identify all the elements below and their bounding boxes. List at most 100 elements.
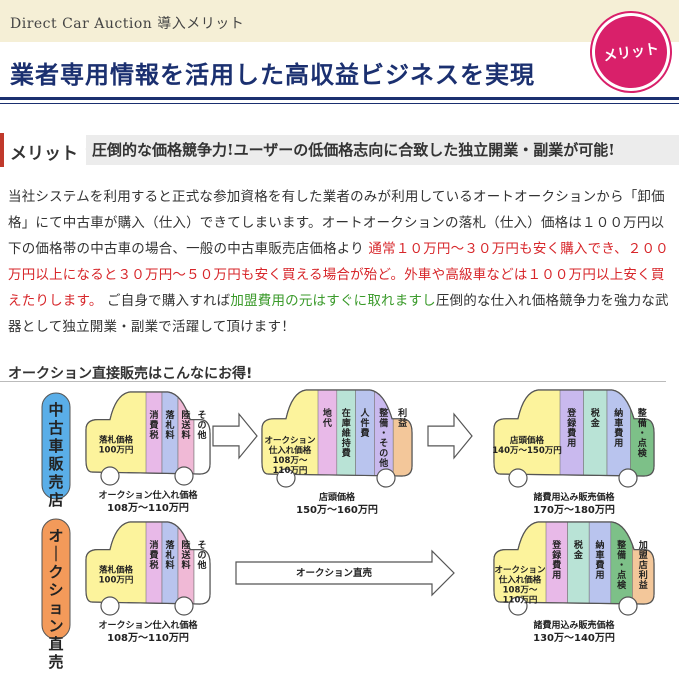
car5-col-label: 税金 (573, 539, 584, 561)
row1-label-char: 古 (48, 419, 63, 437)
car5-col-label-char: 登 (551, 539, 562, 551)
car2-fill (262, 390, 412, 476)
car4-col-label-char: 他 (196, 559, 206, 571)
row2-label-char: 売 (48, 653, 63, 671)
car5-col-label-char: 税 (574, 539, 583, 551)
car2-col-label-char: 維 (342, 427, 351, 439)
car1-caption1: オークション仕入れ価格 (98, 489, 198, 501)
arrow-long-label: オークション直売 (296, 567, 373, 579)
car1-outline-top (85, 391, 211, 475)
car5-col-label-char: 費 (595, 559, 604, 571)
car3-col-label-char: 税 (591, 407, 600, 419)
car1-wheel-front (100, 466, 120, 486)
car4-col-label-char: そ (197, 540, 206, 551)
body-text-1: 当社システムを利用すると正式な参加資格を有した業者のみが利用しているオートオーク… (8, 189, 665, 257)
car3-col-label-char: 整 (637, 407, 647, 419)
car1-col-label-char: 落 (165, 409, 175, 421)
car2-col-label-char: 庫 (342, 417, 351, 429)
row1-label-char: 売 (48, 473, 63, 491)
car4-outline-top (85, 521, 211, 605)
car2-col-label: 人件費 (359, 407, 370, 439)
brand-title: Direct Car Auction 導入メリット (10, 16, 245, 32)
car2-col-label-char: 利 (397, 407, 407, 419)
car2-main-text-line: オークション (264, 435, 316, 446)
diagram-title: オークション直接販売はこんなにお得! (8, 366, 253, 382)
car4-col-label-char: 陸 (181, 539, 190, 551)
car2-main-text-line: 110万円 (273, 466, 308, 476)
headline-rule (0, 97, 679, 100)
car5-col-label-char: 車 (595, 549, 604, 561)
car3-col-label-char: 金 (590, 417, 601, 429)
car2-col-label-char: 益 (398, 417, 407, 429)
car4-main-text-line: 落札価格 (99, 565, 134, 576)
car5-col-label-char: ・ (617, 561, 626, 571)
car4-caption1: オークション仕入れ価格 (98, 619, 198, 631)
car5-col-label-char: 費 (552, 559, 561, 571)
car4-col-label-char: 消 (149, 539, 158, 551)
car2-col-label-char: 持 (342, 437, 351, 449)
car1-col-label-char: 費 (149, 419, 158, 431)
car2-col-label-char: 件 (360, 417, 369, 429)
row1-label-char: 販 (48, 455, 64, 473)
car3-main-text-line: 140万～150万円 (492, 446, 562, 456)
car5-caption1: 諸費用込み販売価格 (533, 619, 615, 631)
car2-caption1: 店頭価格 (319, 491, 356, 503)
row2-label-box (41, 518, 71, 640)
car2-outline-top (261, 389, 413, 477)
car1-col-label-char: 他 (196, 429, 206, 441)
car1-col-label-char: 消 (149, 409, 158, 421)
body-text-mid: ご自身で購入すれば (102, 293, 231, 309)
body-text-green: 加盟費用の元はすぐに取れますし (230, 293, 436, 309)
car3-col-label-char: 用 (613, 438, 623, 449)
car1-col-label-char: の (197, 420, 206, 431)
row2-label-char: ク (48, 563, 63, 581)
car3-col (583, 390, 608, 476)
car4-col-label: 落札料 (164, 539, 175, 571)
car4-col-label-char: 料 (181, 559, 190, 571)
car1-fill (86, 392, 210, 474)
car5-col-label-char: 用 (594, 570, 604, 581)
car2-col-label-char: 備 (379, 417, 388, 429)
row2-label-char: ン (48, 617, 63, 635)
car4-col-label-char: 税 (149, 559, 158, 571)
diagram-rule (0, 381, 666, 382)
row2-label-char: ョ (48, 599, 63, 617)
car3-caption1: 諸費用込み販売価格 (533, 491, 615, 503)
row1-label-char: 車 (48, 437, 63, 455)
car2-col-label-char: ・ (379, 429, 388, 439)
car5-col-label-char: 整 (616, 539, 626, 551)
row1-label-char: 店 (48, 491, 63, 509)
car3-col-label-char: 備 (638, 417, 647, 429)
car5-col-label-char: 点 (617, 569, 626, 581)
car3-col-label-char: 検 (638, 447, 648, 459)
car4-col-label-char: の (197, 550, 206, 561)
car2-caption2: 150万～160万円 (296, 504, 378, 516)
car5-main-text-line: オークション (494, 565, 546, 576)
merit-accent (0, 133, 4, 167)
car1-col-label: 陸送料 (180, 409, 191, 441)
car3-col-label: 税金 (590, 407, 601, 429)
merit-text: 圧倒的な価格競争力!ユーザーの低価格志向に合致した独立開業・副業が可能! (86, 135, 679, 165)
car3-main-text-line: 店頭価格 (509, 435, 545, 446)
car4-col-label: その他 (196, 540, 206, 571)
car4-col-label-char: 料 (165, 559, 174, 571)
headline-rule-thin (0, 103, 679, 104)
body-text-end: 圧倒的な仕入れ価格競争力を強力な武器として独立開業・副業で活躍して頂けます！ (8, 293, 669, 335)
car3-col-label-char: 費 (614, 427, 623, 439)
car5-outline-top (493, 521, 655, 605)
car1-main-text-line: 100万円 (99, 446, 134, 456)
row1-label-box (41, 392, 71, 500)
car3-col-label-char: 納 (614, 407, 623, 419)
car1-col-label: 落札料 (164, 409, 175, 441)
car4-wheel-rear (174, 596, 194, 616)
